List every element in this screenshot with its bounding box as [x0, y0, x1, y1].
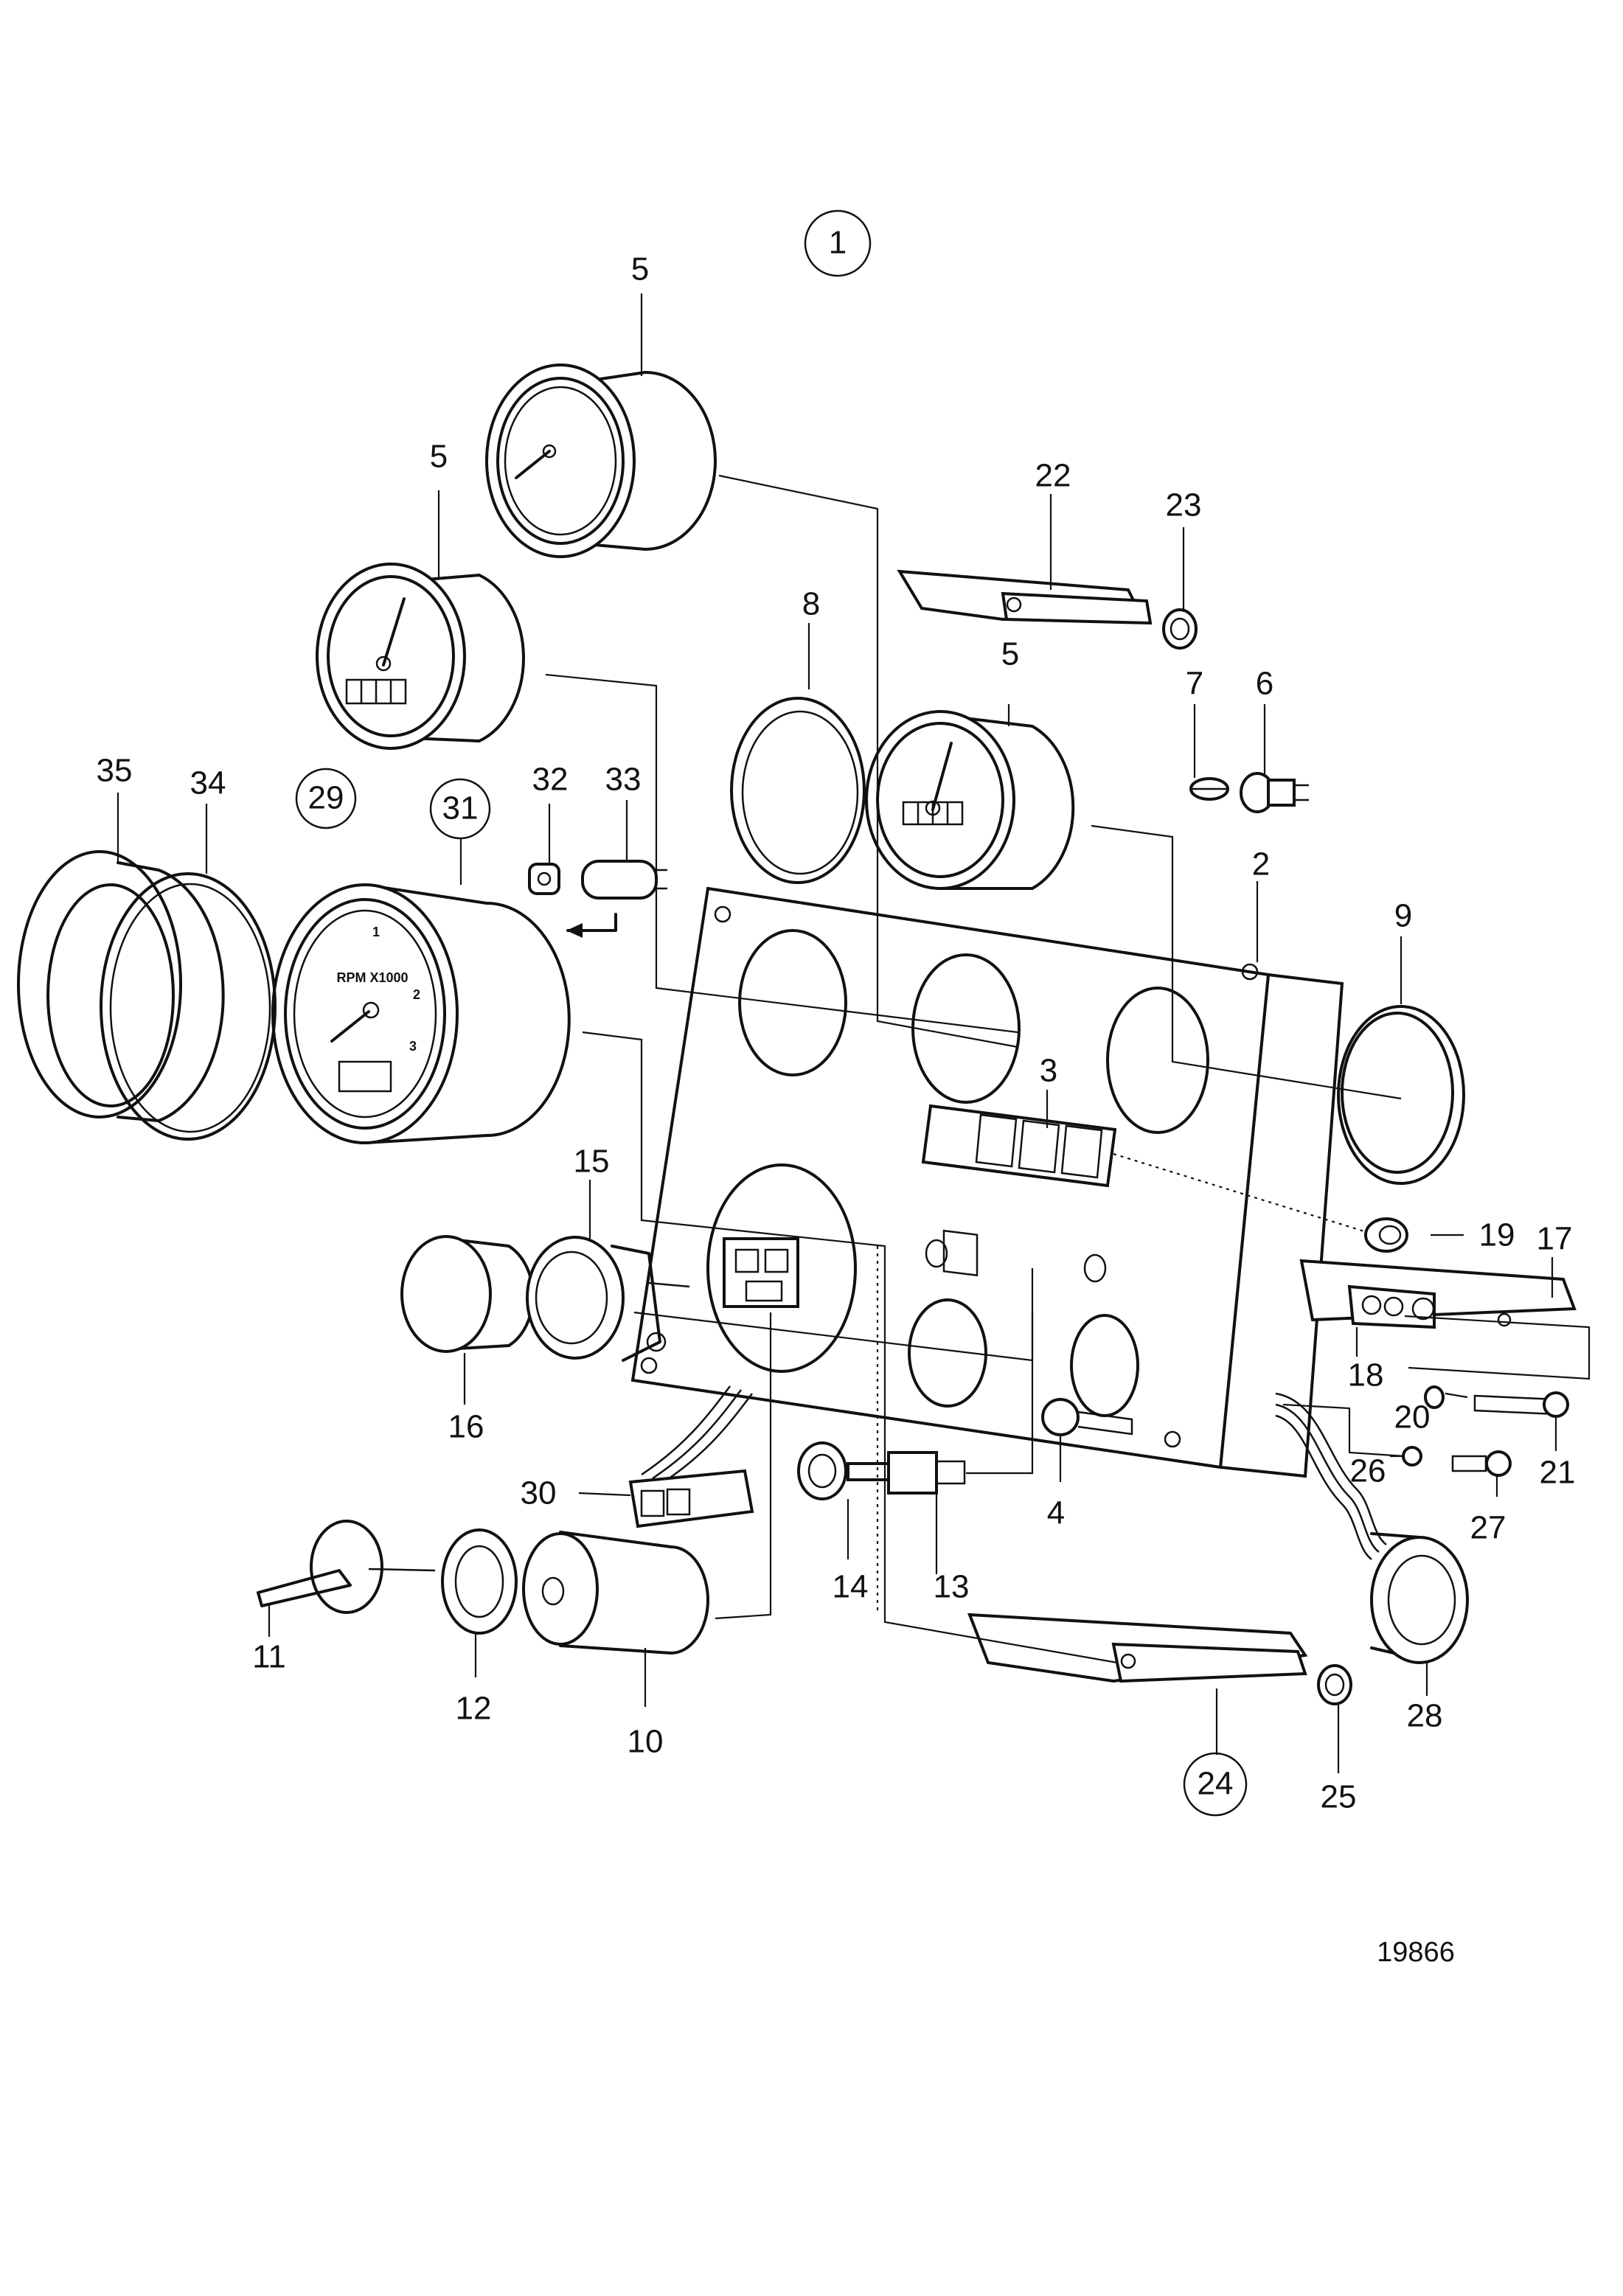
callout-6: 6: [1256, 666, 1273, 702]
instrument-panel: [630, 886, 1344, 1478]
gauge-right: [865, 710, 1075, 890]
gauge-top-center: [485, 363, 717, 558]
assembly-lines: [117, 293, 1591, 1773]
tachometer-scale-1: 1: [372, 925, 380, 939]
wiring-connectors: [628, 1385, 1469, 1664]
callout-1: 1: [829, 225, 847, 261]
callout-14: 14: [833, 1569, 869, 1605]
callouts: 1 5 5 5 22 23 8 7 6 35 34 29 31 32 33 2 …: [97, 209, 1576, 1968]
drawing-number: 19866: [1377, 1937, 1455, 1968]
switch-and-fasteners: [797, 1385, 1569, 1500]
callout-12: 12: [456, 1691, 492, 1727]
tachometer-dial-text: RPM X1000: [336, 970, 408, 985]
callout-26: 26: [1350, 1453, 1386, 1489]
callout-4: 4: [1047, 1495, 1065, 1531]
callout-20: 20: [1394, 1399, 1431, 1436]
callout-9: 9: [1394, 898, 1412, 934]
gauge-upper-left: [316, 563, 525, 750]
callout-11: 11: [252, 1639, 286, 1675]
callout-28: 28: [1407, 1698, 1443, 1734]
callout-3: 3: [1040, 1053, 1057, 1089]
callout-21: 21: [1540, 1455, 1576, 1491]
bezel-rings: [17, 850, 277, 1141]
callout-30: 30: [521, 1475, 557, 1511]
callout-34: 34: [190, 765, 226, 801]
buzzer: [400, 1235, 690, 1362]
callout-15: 15: [574, 1144, 610, 1180]
callout-29: 29: [308, 780, 344, 816]
tachometer-scale-3: 3: [409, 1039, 417, 1054]
callout-7: 7: [1186, 666, 1203, 702]
callout-35: 35: [97, 753, 133, 789]
callout-18: 18: [1348, 1357, 1384, 1394]
tachometer-scale-2: 2: [413, 987, 420, 1002]
callout-8: 8: [802, 586, 820, 622]
side-rail: [1299, 1217, 1577, 1329]
mounting-brackets: [897, 569, 1352, 1705]
callout-27: 27: [1470, 1510, 1506, 1546]
callout-25: 25: [1321, 1779, 1357, 1815]
callout-16: 16: [448, 1409, 484, 1445]
bulb-holders: [528, 772, 1309, 938]
ignition-key-switch: [257, 1520, 709, 1655]
circle-marker: [429, 778, 491, 840]
tachometer-gauge: RPM X1000 1 2 3: [271, 883, 571, 1144]
callout-32: 32: [532, 762, 569, 798]
callout-19: 19: [1479, 1217, 1515, 1253]
sealing-rings: [730, 697, 1465, 1185]
circle-marker: [1183, 1752, 1248, 1817]
callout-5a: 5: [631, 251, 649, 288]
callout-2: 2: [1252, 846, 1270, 883]
callout-5c: 5: [1001, 636, 1019, 672]
callout-10: 10: [628, 1724, 664, 1760]
callout-17: 17: [1537, 1221, 1573, 1257]
circle-marker: [804, 209, 872, 277]
circle-marker: [295, 768, 357, 829]
callout-31: 31: [442, 790, 479, 827]
callout-23: 23: [1166, 487, 1202, 523]
callout-22: 22: [1035, 458, 1071, 494]
callout-24: 24: [1198, 1766, 1234, 1802]
callout-13: 13: [934, 1569, 970, 1605]
callout-33: 33: [605, 762, 642, 798]
callout-5b: 5: [430, 439, 448, 475]
